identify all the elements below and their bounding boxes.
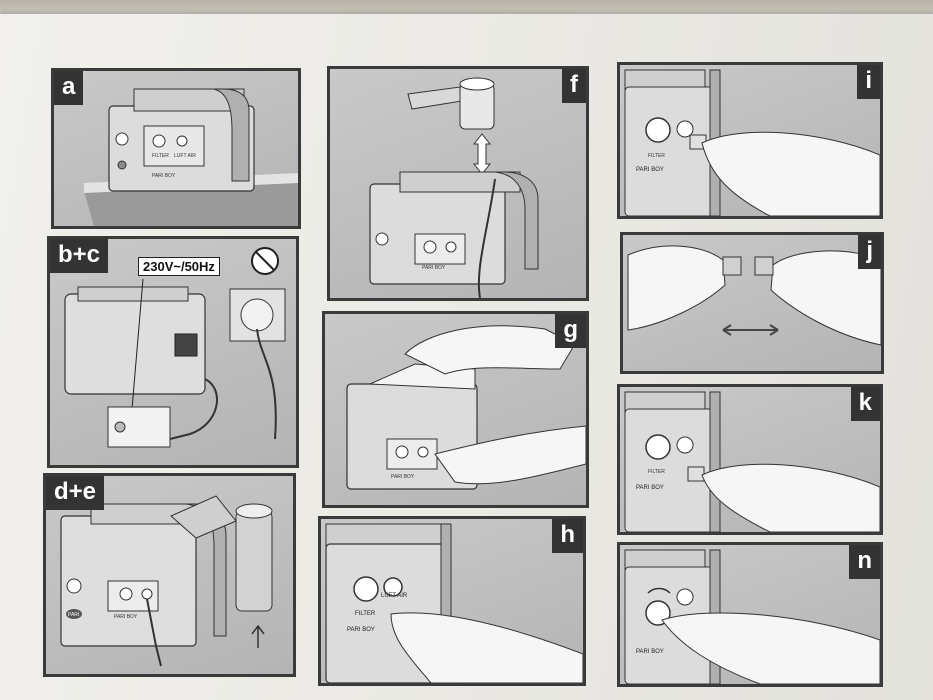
panel-k: FILTER PARI BOY k <box>617 384 883 535</box>
air-label: LUFT AIR <box>381 593 408 599</box>
nebulizer-assembly-illustration: PARI PARI BOY <box>60 495 273 667</box>
device-on-table-illustration: FILTER LUFT AIR PARI BOY <box>84 88 298 226</box>
step-label-n: n <box>849 545 880 579</box>
brand-label: PARI BOY <box>636 485 664 491</box>
filter-label: FILTER <box>648 153 665 159</box>
step-label-i: i <box>857 65 880 99</box>
filter-label: FILTER <box>355 611 376 617</box>
filter-insert-illustration: FILTER PARI BOY <box>624 391 880 532</box>
step-label-d-e: d+e <box>46 476 105 510</box>
step-label-j: j <box>858 235 881 269</box>
step-label-g: g <box>555 314 586 348</box>
step-label-f: f <box>562 69 586 103</box>
instruction-sheet: FILTER LUFT AIR PARI BOY a b+c 230V~/50H… <box>0 14 933 700</box>
brand-label: PARI BOY <box>152 173 176 179</box>
filter-label: FILTER <box>152 153 169 159</box>
panel-a: FILTER LUFT AIR PARI BOY a <box>51 68 301 229</box>
open-cover-illustration: PARI BOY <box>346 325 586 490</box>
filter-remove-illustration: FILTER PARI BOY <box>624 69 880 216</box>
panel-d-e: PARI PARI BOY d+e <box>43 473 296 677</box>
voltage-label: 230V~/50Hz <box>138 257 220 276</box>
panel-h: FILTER LUFT AIR PARI BOY h <box>318 516 586 686</box>
step-label-k: k <box>850 387 880 421</box>
air-label: LUFT AIR <box>174 153 196 159</box>
brand-label: PARI BOY <box>422 265 446 271</box>
brand-label: PARI BOY <box>114 614 138 620</box>
nebulizer-attach-illustration: PARI BOY <box>369 77 539 298</box>
filter-label: FILTER <box>648 469 665 475</box>
power-connection-illustration <box>64 247 286 448</box>
filter-cover-remove-illustration: FILTER LUFT AIR PARI BOY <box>325 523 583 683</box>
pari-logo: PARI <box>68 612 79 618</box>
step-label-b-c: b+c <box>50 239 109 273</box>
panel-j: j <box>620 232 884 374</box>
brand-label: PARI BOY <box>636 167 664 173</box>
panel-i: FILTER PARI BOY i <box>617 62 883 219</box>
panel-f: PARI BOY f <box>327 66 589 301</box>
panel-b-c: b+c 230V~/50Hz <box>47 236 299 468</box>
panel-g: PARI BOY g <box>322 311 589 508</box>
brand-label: PARI BOY <box>347 627 375 633</box>
panel-n: PARI BOY n <box>617 542 883 687</box>
step-label-h: h <box>552 519 583 553</box>
filter-cover-close-illustration: PARI BOY <box>624 549 880 684</box>
filter-replace-illustration <box>627 245 881 346</box>
brand-label: PARI BOY <box>636 649 664 655</box>
brand-label: PARI BOY <box>391 474 415 480</box>
step-label-a: a <box>54 71 84 105</box>
